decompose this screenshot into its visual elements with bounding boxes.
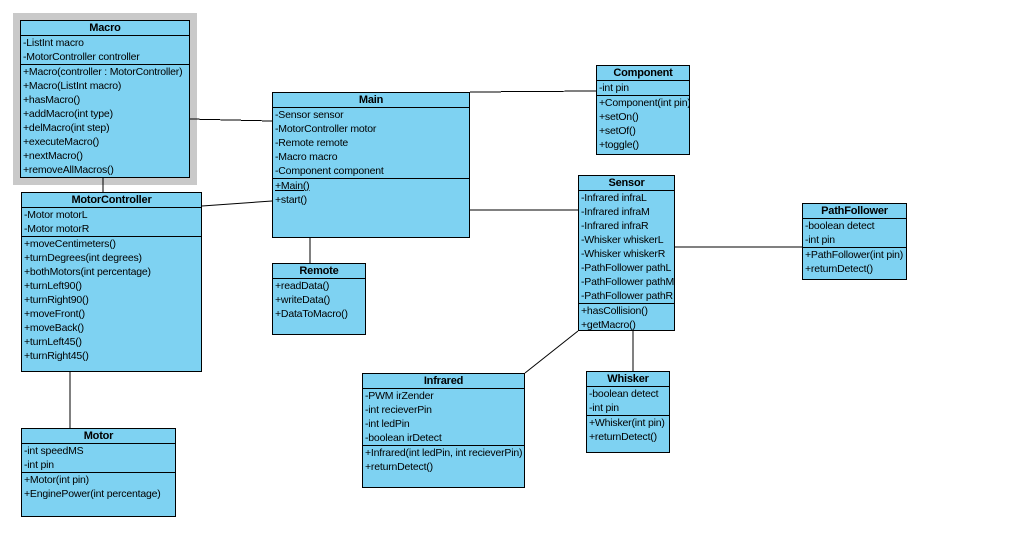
class-method: +delMacro(int step) bbox=[23, 122, 110, 134]
class-attribute: -Macro macro bbox=[275, 151, 338, 163]
class-attribute: -Sensor sensor bbox=[275, 109, 344, 121]
relation-main-component[interactable] bbox=[469, 90, 597, 93]
relation-motorcontroller-main[interactable] bbox=[201, 200, 273, 207]
class-method: +writeData() bbox=[275, 294, 331, 306]
class-title: Component bbox=[597, 66, 689, 81]
class-method: +returnDetect() bbox=[589, 431, 657, 443]
class-attribute: -PathFollower pathM bbox=[581, 276, 674, 288]
class-method: +removeAllMacros() bbox=[23, 164, 114, 176]
class-method: +PathFollower(int pin) bbox=[805, 249, 904, 261]
class-title: PathFollower bbox=[803, 204, 906, 219]
class-method: +DataToMacro() bbox=[275, 308, 348, 320]
class-method: +EnginePower(int percentage) bbox=[24, 488, 161, 500]
class-method: +Infrared(int ledPin, int recieverPin) bbox=[365, 447, 523, 459]
class-method: +turnDegrees(int degrees) bbox=[24, 252, 142, 264]
class-attribute: -int ledPin bbox=[365, 418, 410, 430]
class-box-sensor[interactable]: Sensor -Infrared infraL -Infrared infraM… bbox=[578, 175, 675, 331]
class-title: Motor bbox=[22, 429, 175, 444]
class-method: +addMacro(int type) bbox=[23, 108, 113, 120]
class-method: +hasCollision() bbox=[581, 305, 648, 317]
class-method: +executeMacro() bbox=[23, 136, 100, 148]
class-attribute: -Whisker whiskerL bbox=[581, 234, 664, 246]
class-method: +moveCentimeters() bbox=[24, 238, 116, 250]
class-attribute: -MotorController motor bbox=[275, 123, 377, 135]
class-method: +getMacro() bbox=[581, 319, 636, 330]
class-attribute: -PathFollower pathR bbox=[581, 290, 673, 302]
class-title: Main bbox=[273, 93, 469, 108]
class-method: +bothMotors(int percentage) bbox=[24, 266, 151, 278]
class-attribute: -boolean irDetect bbox=[365, 432, 442, 444]
class-attribute: -int pin bbox=[599, 82, 629, 94]
class-attribute: -int speedMS bbox=[24, 445, 84, 457]
class-method: +setOn() bbox=[599, 111, 639, 123]
class-attribute: -PWM irZender bbox=[365, 390, 434, 402]
class-attribute: -boolean detect bbox=[589, 388, 659, 400]
class-attribute: -int pin bbox=[24, 459, 54, 471]
class-attribute: -Component component bbox=[275, 165, 384, 177]
class-box-component[interactable]: Component -int pin +Component(int pin) +… bbox=[596, 65, 690, 155]
class-method: +Macro(controller : MotorController) bbox=[23, 66, 183, 78]
class-title: Whisker bbox=[587, 372, 669, 387]
class-method: +turnLeft45() bbox=[24, 336, 82, 348]
class-attribute: -PathFollower pathL bbox=[581, 262, 672, 274]
class-attribute: -Motor motorR bbox=[24, 223, 90, 235]
class-method: +readData() bbox=[275, 280, 330, 292]
class-title: Sensor bbox=[579, 176, 674, 191]
class-method: +Motor(int pin) bbox=[24, 474, 89, 486]
class-method: +turnRight45() bbox=[24, 350, 89, 362]
class-box-whisker[interactable]: Whisker -boolean detect -int pin +Whiske… bbox=[586, 371, 670, 453]
class-attribute: -int pin bbox=[805, 234, 835, 246]
class-title: Macro bbox=[21, 21, 189, 36]
class-method: +turnRight90() bbox=[24, 294, 89, 306]
class-title: Infrared bbox=[363, 374, 524, 389]
class-box-motor[interactable]: Motor -int speedMS -int pin +Motor(int p… bbox=[21, 428, 176, 517]
class-method: +hasMacro() bbox=[23, 94, 81, 106]
class-attribute: -Remote remote bbox=[275, 137, 349, 149]
class-method: +moveFront() bbox=[24, 308, 85, 320]
class-method: +start() bbox=[275, 194, 307, 206]
class-attribute: -boolean detect bbox=[805, 220, 875, 232]
class-method-static: +Main() bbox=[275, 180, 310, 192]
selection-frame: Macro -ListInt macro -MotorController co… bbox=[13, 13, 197, 185]
class-attribute: -Infrared infraM bbox=[581, 206, 650, 218]
class-method: +returnDetect() bbox=[365, 461, 433, 473]
class-method: +toggle() bbox=[599, 139, 639, 151]
class-attribute: -ListInt macro bbox=[23, 37, 84, 49]
class-title: MotorController bbox=[22, 193, 201, 208]
class-method: +returnDetect() bbox=[805, 263, 873, 275]
class-box-pathfollower[interactable]: PathFollower -boolean detect -int pin +P… bbox=[802, 203, 907, 280]
class-method: +moveBack() bbox=[24, 322, 84, 334]
relation-macro-main[interactable] bbox=[188, 118, 273, 122]
class-box-main[interactable]: Main -Sensor sensor -MotorController mot… bbox=[272, 92, 470, 238]
relation-sensor-infrared[interactable] bbox=[524, 330, 579, 374]
class-method: +Component(int pin) bbox=[599, 97, 689, 109]
class-attribute: -int pin bbox=[589, 402, 619, 414]
class-attribute: -MotorController controller bbox=[23, 51, 140, 63]
class-box-macro[interactable]: Macro -ListInt macro -MotorController co… bbox=[20, 20, 190, 178]
class-method: +Macro(ListInt macro) bbox=[23, 80, 122, 92]
class-method: +Whisker(int pin) bbox=[589, 417, 665, 429]
class-attribute: -Infrared infraR bbox=[581, 220, 649, 232]
class-method: +turnLeft90() bbox=[24, 280, 82, 292]
class-title: Remote bbox=[273, 264, 365, 279]
class-box-remote[interactable]: Remote +readData() +writeData() +DataToM… bbox=[272, 263, 366, 335]
class-attribute: -int recieverPin bbox=[365, 404, 432, 416]
class-attribute: -Infrared infraL bbox=[581, 192, 647, 204]
class-box-infrared[interactable]: Infrared -PWM irZender -int recieverPin … bbox=[362, 373, 525, 488]
class-method: +nextMacro() bbox=[23, 150, 83, 162]
class-attribute: -Whisker whiskerR bbox=[581, 248, 666, 260]
class-method: +setOf() bbox=[599, 125, 636, 137]
class-box-motorcontroller[interactable]: MotorController -Motor motorL -Motor mot… bbox=[21, 192, 202, 372]
class-attribute: -Motor motorL bbox=[24, 209, 88, 221]
